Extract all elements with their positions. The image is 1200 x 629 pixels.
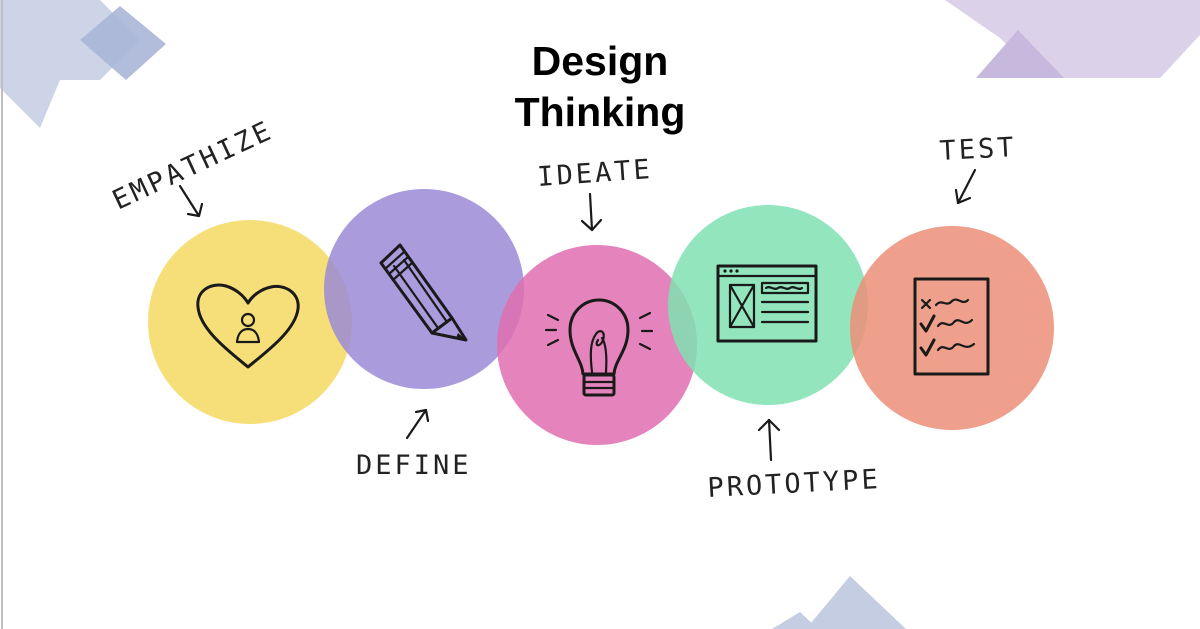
heart-person-icon [196,283,300,369]
lightbulb-icon [544,298,654,397]
wireframe-icon [716,264,818,343]
empathize-label: EMPATHIZE [108,115,278,216]
prototype-label: PROTOTYPE [707,464,882,504]
decor-shape-top-right [945,0,1200,78]
define-arrow [405,408,430,440]
test-arrow [954,168,977,205]
define-label: DEFINE [356,450,472,481]
empathize-circle [148,220,352,424]
prototype-arrow [757,418,781,462]
decor-shape-bottom [772,612,818,629]
prototype-circle [668,205,868,405]
ideate-arrow [580,192,603,232]
decor-shape-top-left-dark [80,6,166,80]
title-line-1: Design [531,38,669,84]
ideate-label: IDEATE [536,154,653,193]
pencil-icon [379,243,468,342]
decor-shape-bottom-dark [806,576,906,629]
empathize-arrow [178,184,204,218]
title-line-2: Thinking [514,89,686,135]
page-title: Design Thinking [440,36,760,138]
decor-shape-top-right-dark [976,30,1064,78]
test-circle [850,226,1054,430]
test-label: TEST [939,132,1018,167]
checklist-icon [913,277,990,376]
